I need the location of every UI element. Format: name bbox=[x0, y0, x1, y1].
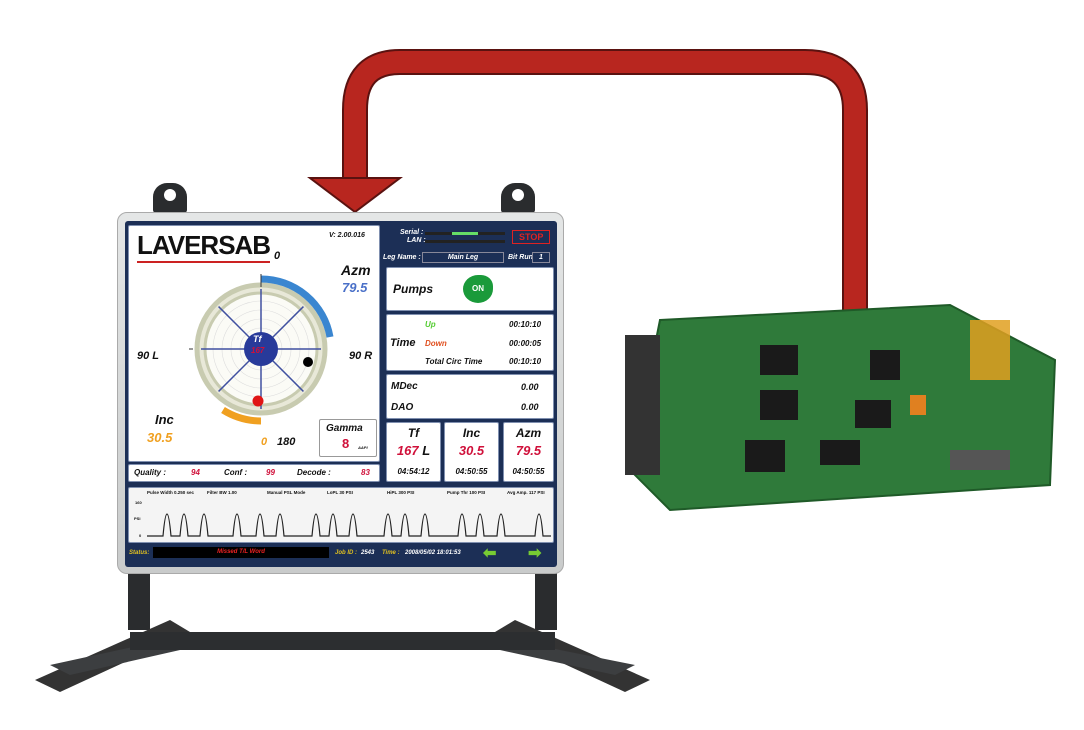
monitor-screen: LAVERSAB V: 2.00.016 0 90 L 90 R 180 0 T… bbox=[125, 221, 557, 567]
lan-indicator bbox=[425, 240, 505, 243]
job-id-label: Job ID : bbox=[335, 550, 357, 556]
status-message: Missed T/L Word bbox=[153, 547, 329, 558]
conf-value: 99 bbox=[266, 468, 275, 477]
back-arrow-icon[interactable]: ⬅ bbox=[483, 545, 497, 562]
leg-name-field[interactable]: Main Leg bbox=[422, 252, 504, 263]
readout-time: 04:50:55 bbox=[512, 467, 545, 476]
readout-inc: Inc 30.5 04:50:55 bbox=[444, 422, 499, 482]
down-label: Down bbox=[425, 339, 447, 348]
wave-param: LoPL 30 PSI bbox=[327, 490, 353, 495]
mdec-value: 0.00 bbox=[521, 382, 539, 392]
readout-number: 30.5 bbox=[458, 443, 485, 458]
wave-param: Avg Amp. 117 PSI bbox=[507, 490, 545, 495]
inc-label: Inc bbox=[155, 412, 174, 427]
gauge-label-right: 90 R bbox=[349, 350, 373, 362]
gauge-center-value: 167 bbox=[251, 346, 265, 355]
gauge-label-bottom: 180 bbox=[277, 436, 296, 448]
bit-run-label: Bit Run bbox=[508, 254, 533, 261]
lan-label: LAN : bbox=[407, 237, 426, 244]
bit-run-field[interactable]: 1 bbox=[532, 252, 550, 263]
inc-value: 30.5 bbox=[147, 430, 173, 445]
dao-label: DAO bbox=[391, 402, 414, 413]
circuit-board bbox=[625, 303, 1057, 512]
wave-param: Pump Thr 100 PSI bbox=[447, 490, 486, 495]
pumps-panel: Pumps ON bbox=[386, 267, 554, 311]
readout-suffix: L bbox=[422, 443, 431, 458]
pumps-label: Pumps bbox=[393, 282, 434, 296]
job-id-value: 2543 bbox=[361, 550, 375, 556]
gauge-label-zero: 0 bbox=[261, 436, 268, 448]
azm-value: 79.5 bbox=[342, 280, 368, 295]
gauge-panel: LAVERSAB V: 2.00.016 0 90 L 90 R 180 0 T… bbox=[128, 225, 380, 462]
azm-label: Azm bbox=[341, 262, 371, 278]
up-time: 00:10:10 bbox=[509, 320, 542, 329]
quality-bar: Quality : 94 Conf : 99 Decode : 83 bbox=[128, 464, 380, 482]
wave-ymax: 160 bbox=[135, 500, 142, 505]
brand-logo: LAVERSAB bbox=[137, 230, 271, 263]
readout-value: 167 L bbox=[387, 443, 440, 458]
gamma-box: Gamma 8 AAPI bbox=[319, 419, 377, 457]
readout-time: 04:54:12 bbox=[397, 467, 430, 476]
conf-label: Conf : bbox=[224, 468, 248, 477]
decode-label: Decode : bbox=[297, 468, 331, 477]
wave-param: Pulse Width 0.250 sec bbox=[147, 490, 194, 495]
forward-arrow-icon[interactable]: ➡ bbox=[528, 545, 542, 562]
total-circ-time: 00:10:10 bbox=[509, 357, 542, 366]
pulse-waveform bbox=[147, 513, 551, 537]
pumps-toggle[interactable]: ON bbox=[463, 275, 493, 303]
total-circ-label: Total Circ Time bbox=[425, 357, 483, 366]
readout-tf: Tf 167 L 04:54:12 bbox=[386, 422, 441, 482]
dao-value: 0.00 bbox=[521, 402, 539, 412]
readout-number: 167 bbox=[396, 443, 419, 458]
gauge-label-top: 0 bbox=[274, 250, 281, 262]
readout-azm: Azm 79.5 04:50:55 bbox=[503, 422, 554, 482]
gauge-label-left: 90 L bbox=[137, 350, 160, 362]
status-label: Status: bbox=[129, 550, 150, 556]
readout-value: 79.5 bbox=[504, 443, 553, 458]
up-label: Up bbox=[425, 320, 436, 329]
version-label: V: 2.00.016 bbox=[329, 232, 365, 239]
readout-label: Inc bbox=[462, 426, 481, 440]
wave-param: HiPL 300 PSI bbox=[387, 490, 415, 495]
leg-name-label: Leg Name : bbox=[383, 254, 421, 261]
time-label-status: Time : bbox=[382, 550, 400, 556]
monitor-stand bbox=[35, 560, 650, 692]
wave-param: Filter BW 1.00 bbox=[207, 490, 237, 495]
direction-gauge bbox=[189, 274, 334, 425]
readout-number: 79.5 bbox=[515, 443, 542, 458]
quality-label: Quality : bbox=[134, 468, 167, 477]
time-panel: Time Up Down Total Circ Time 00:10:10 00… bbox=[386, 314, 554, 371]
readout-value: 30.5 bbox=[445, 443, 498, 458]
mount-handle-left bbox=[153, 183, 187, 213]
wave-yunit: PSI bbox=[134, 516, 141, 521]
down-time: 00:00:05 bbox=[509, 339, 542, 348]
serial-label: Serial : bbox=[400, 229, 424, 236]
readout-label: Azm bbox=[515, 426, 542, 440]
mdec-dao-panel: MDec 0.00 DAO 0.00 bbox=[386, 374, 554, 419]
mount-handle-right bbox=[501, 183, 535, 213]
readout-label: Tf bbox=[407, 426, 420, 440]
gamma-unit: AAPI bbox=[358, 445, 368, 450]
gamma-value: 8 bbox=[342, 436, 350, 451]
readout-time: 04:50:55 bbox=[455, 467, 488, 476]
pulse-waveform-panel: Pulse Width 0.250 sec Filter BW 1.00 Manua… bbox=[128, 487, 554, 543]
quality-value: 94 bbox=[191, 468, 200, 477]
time-label: Time bbox=[390, 337, 416, 349]
status-time: 2008/05/02 18:01:53 bbox=[405, 550, 461, 556]
wave-ymin: 0 bbox=[139, 533, 142, 538]
gamma-label: Gamma bbox=[326, 423, 363, 434]
serial-indicator bbox=[425, 232, 505, 235]
mdec-label: MDec bbox=[391, 381, 418, 392]
gauge-center-label: Tf bbox=[253, 334, 262, 344]
decode-value: 83 bbox=[361, 468, 370, 477]
stop-button[interactable]: STOP bbox=[512, 230, 551, 244]
wave-param: Manual PSL Mode bbox=[267, 490, 306, 495]
